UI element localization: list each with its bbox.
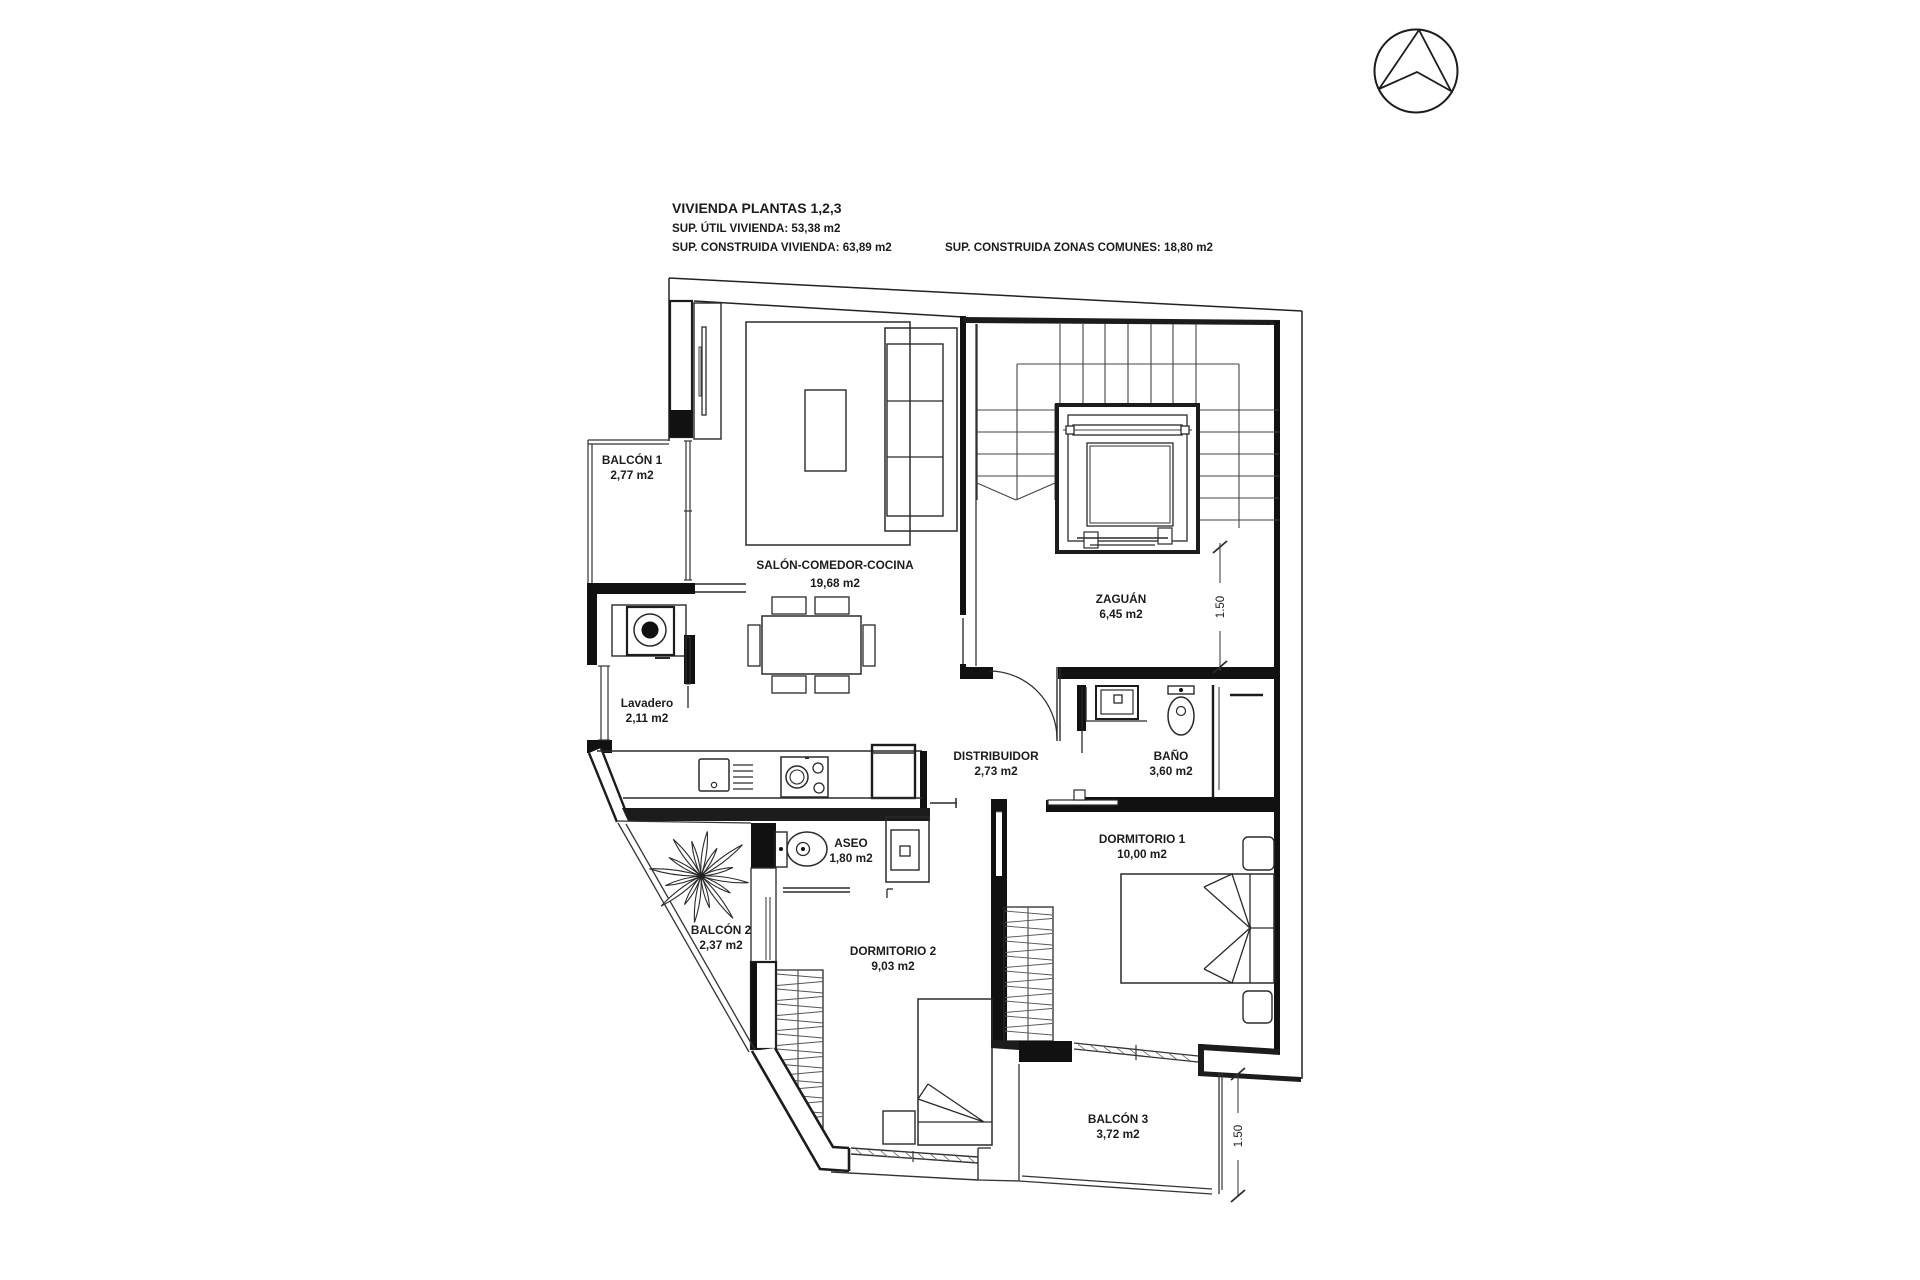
svg-text:DISTRIBUIDOR: DISTRIBUIDOR: [953, 749, 1039, 763]
svg-text:1.50: 1.50: [1233, 1125, 1245, 1147]
svg-text:6,45 m2: 6,45 m2: [1099, 607, 1143, 621]
svg-text:ASEO: ASEO: [834, 836, 867, 850]
svg-text:3,72 m2: 3,72 m2: [1096, 1127, 1140, 1141]
svg-text:ZAGUÁN: ZAGUÁN: [1096, 592, 1146, 606]
svg-text:DORMITORIO 2: DORMITORIO 2: [850, 944, 937, 958]
svg-text:SUP. ÚTIL VIVIENDA: 53,38 m2: SUP. ÚTIL VIVIENDA: 53,38 m2: [672, 222, 840, 235]
svg-text:3,60 m2: 3,60 m2: [1149, 764, 1193, 778]
svg-text:2,37 m2: 2,37 m2: [699, 938, 743, 952]
svg-text:BALCÓN 2: BALCÓN 2: [691, 923, 752, 937]
svg-text:BALCÓN 1: BALCÓN 1: [602, 453, 663, 467]
svg-text:VIVIENDA PLANTAS 1,2,3: VIVIENDA PLANTAS 1,2,3: [672, 200, 842, 216]
svg-text:19,68 m2: 19,68 m2: [810, 576, 860, 590]
svg-text:1,80 m2: 1,80 m2: [829, 851, 873, 865]
svg-text:2,73 m2: 2,73 m2: [974, 764, 1018, 778]
svg-text:1.50: 1.50: [1215, 596, 1227, 618]
svg-text:SUP. CONSTRUIDA ZONAS COMUNES:: SUP. CONSTRUIDA ZONAS COMUNES: 18,80 m2: [945, 241, 1213, 254]
svg-text:9,03 m2: 9,03 m2: [871, 959, 915, 973]
svg-text:BAÑO: BAÑO: [1154, 749, 1189, 763]
svg-text:2,11 m2: 2,11 m2: [626, 711, 669, 725]
svg-text:DORMITORIO 1: DORMITORIO 1: [1099, 832, 1186, 846]
svg-text:10,00 m2: 10,00 m2: [1117, 847, 1167, 861]
svg-text:2,77 m2: 2,77 m2: [610, 468, 654, 482]
svg-text:Lavadero: Lavadero: [621, 696, 673, 710]
svg-text:BALCÓN 3: BALCÓN 3: [1088, 1112, 1149, 1126]
svg-text:SUP. CONSTRUIDA VIVIENDA: 63,8: SUP. CONSTRUIDA VIVIENDA: 63,89 m2: [672, 241, 892, 254]
svg-text:SALÓN-COMEDOR-COCINA: SALÓN-COMEDOR-COCINA: [756, 558, 914, 572]
